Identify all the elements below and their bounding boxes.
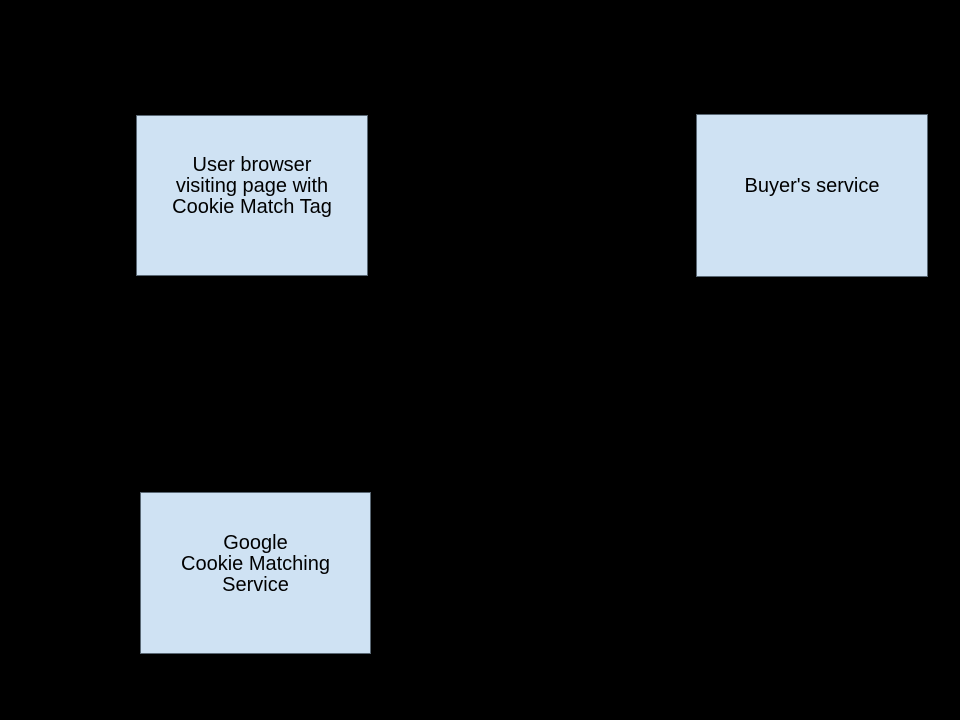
user-browser-box-label-line-1: User browser <box>192 154 312 176</box>
google-cookie-matching-box-label-line-3: Service <box>222 573 289 596</box>
buyers-service-box: Buyer's service <box>696 114 928 277</box>
google-cookie-matching-box-label-line-1: Google <box>223 531 288 554</box>
user-browser-box-label-line-3: Cookie Match Tag <box>172 196 332 218</box>
user-browser-box-label-line-2: visiting page with <box>175 175 329 197</box>
google-cookie-matching-box: Google Cookie Matching Service <box>140 492 371 654</box>
google-cookie-matching-box-label-line-2: Cookie Matching <box>181 552 330 575</box>
user-browser-box: User browser visiting page with Cookie M… <box>136 115 368 276</box>
buyers-service-box-label: Buyer's service <box>744 175 880 197</box>
